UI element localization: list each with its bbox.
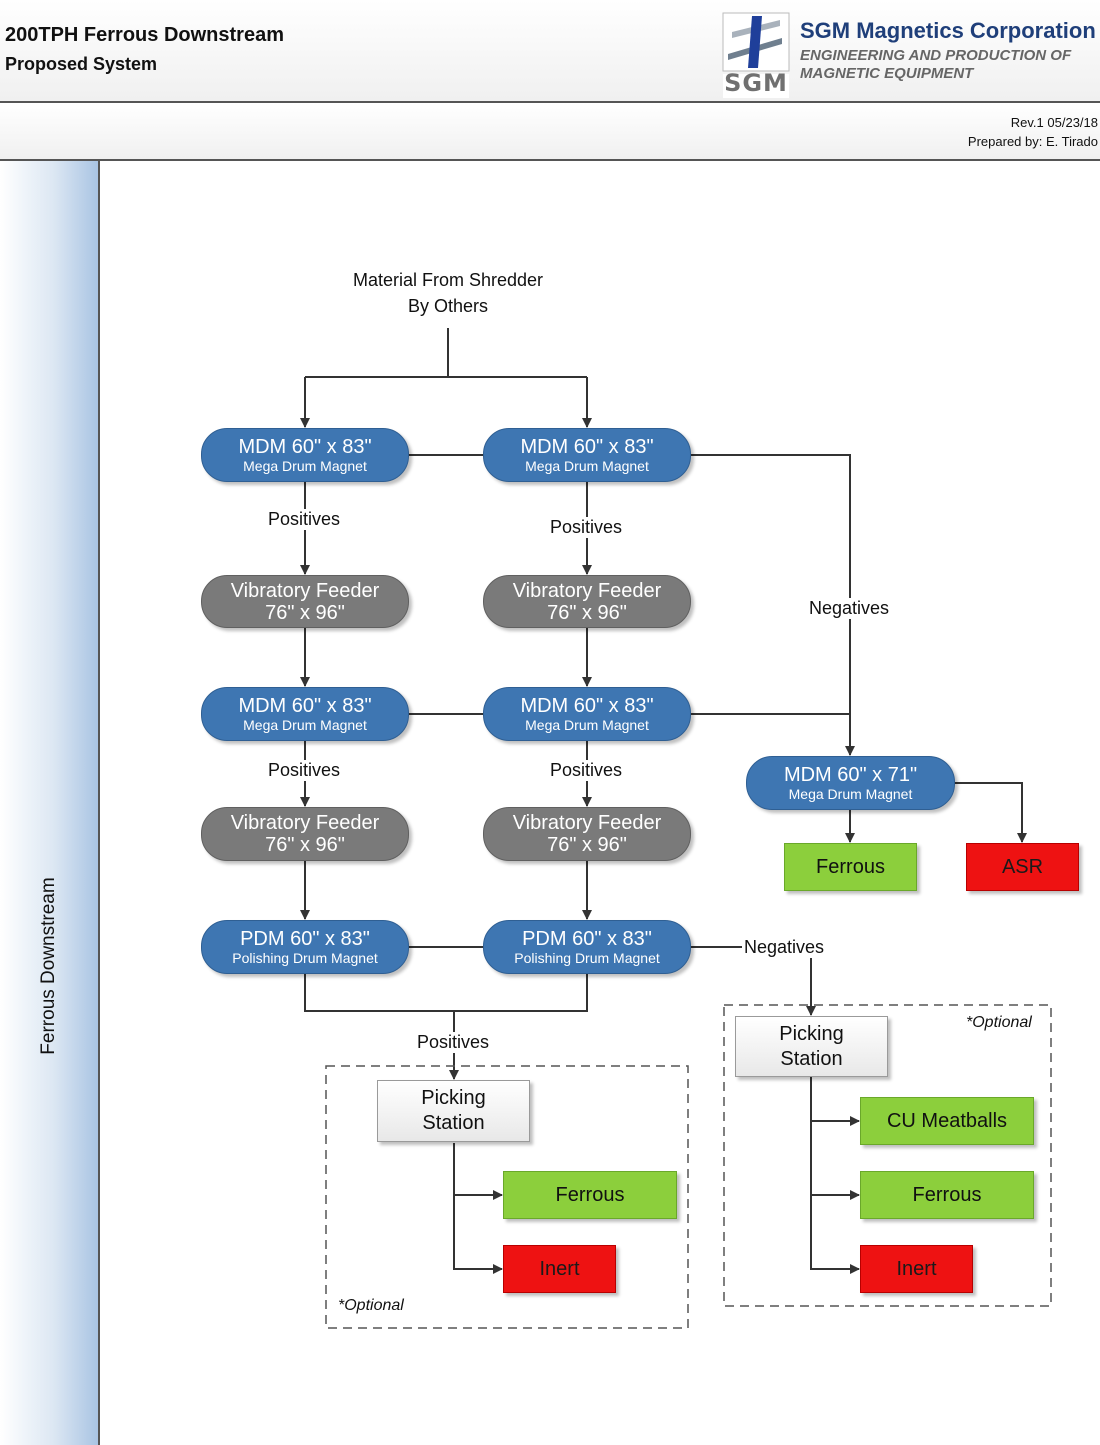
revision-number: Rev.1 05/23/18 <box>1010 115 1098 130</box>
source-label: Material From Shredder By Others <box>318 267 578 319</box>
mdm-left-1[interactable]: MDM 60" x 83" Mega Drum Magnet <box>201 428 409 482</box>
source-line-1: Material From Shredder <box>352 270 544 290</box>
label-positives-bottom: Positives <box>415 1032 492 1053</box>
pdm-right-type: Polishing Drum Magnet <box>514 950 660 966</box>
picking-station-left[interactable]: Picking Station <box>377 1080 530 1142</box>
mdm-71-model: MDM 60" x 71" <box>783 764 918 786</box>
optional-note-right: *Optional <box>966 1014 1032 1031</box>
mdm-left-2-type: Mega Drum Magnet <box>243 717 367 733</box>
vf-right-1-name: Vibratory Feeder <box>512 579 662 602</box>
revision-bar: Rev.1 05/23/18 Prepared by: E. Tirado <box>0 103 1100 161</box>
vf-right-2-name: Vibratory Feeder <box>512 812 662 834</box>
vf-left-2-size: 76" x 96" <box>265 834 345 856</box>
mdm-right-1-model: MDM 60" x 83" <box>520 436 654 458</box>
picking-right-line-1: Picking <box>779 1022 844 1045</box>
vibratory-feeder-left-1[interactable]: Vibratory Feeder 76" x 96" <box>201 575 409 628</box>
optional-group-left <box>325 1065 689 1329</box>
revision-info: Rev.1 05/23/18 Prepared by: E. Tirado <box>968 113 1098 151</box>
pdm-right[interactable]: PDM 60" x 83" Polishing Drum Magnet <box>483 920 691 974</box>
company-tagline: ENGINEERING AND PRODUCTION OF MAGNETIC E… <box>800 47 1072 82</box>
output-ferrous-left[interactable]: Ferrous <box>503 1171 677 1219</box>
pdm-left-type: Polishing Drum Magnet <box>232 950 378 966</box>
mdm-left-2[interactable]: MDM 60" x 83" Mega Drum Magnet <box>201 687 409 741</box>
sgm-logo <box>722 12 790 98</box>
document-subtitle: Proposed System <box>5 54 158 74</box>
vf-right-1-size: 76" x 96" <box>547 601 627 624</box>
picking-station-right[interactable]: Picking Station <box>735 1016 888 1077</box>
title-header: 200TPH Ferrous Downstream Proposed Syste… <box>0 0 1100 103</box>
mdm-right-2-type: Mega Drum Magnet <box>525 717 649 733</box>
mdm-right-1[interactable]: MDM 60" x 83" Mega Drum Magnet <box>483 428 691 482</box>
picking-left-line-1: Picking <box>421 1087 486 1109</box>
label-positives-left-1: Positives <box>266 509 343 530</box>
optional-note-left: *Optional <box>338 1297 404 1314</box>
pdm-left[interactable]: PDM 60" x 83" Polishing Drum Magnet <box>201 920 409 974</box>
label-positives-right-1: Positives <box>548 517 625 538</box>
mdm-right-2[interactable]: MDM 60" x 83" Mega Drum Magnet <box>483 687 691 741</box>
label-negatives-top: Negatives <box>807 598 892 619</box>
output-ferrous-top[interactable]: Ferrous <box>784 843 917 891</box>
pdm-left-model: PDM 60" x 83" <box>240 928 370 950</box>
vf-left-2-name: Vibratory Feeder <box>230 812 380 834</box>
label-negatives-bottom: Negatives <box>742 937 827 958</box>
vibratory-feeder-left-2[interactable]: Vibratory Feeder 76" x 96" <box>201 807 409 861</box>
output-cu-meatballs[interactable]: CU Meatballs <box>860 1097 1034 1145</box>
picking-right-line-2: Station <box>780 1047 843 1070</box>
source-line-2: By Others <box>407 296 489 316</box>
mdm-left-2-model: MDM 60" x 83" <box>238 695 372 717</box>
mdm-left-1-model: MDM 60" x 83" <box>238 436 372 458</box>
vibratory-feeder-right-2[interactable]: Vibratory Feeder 76" x 96" <box>483 807 691 861</box>
logo-text: SGM <box>724 69 788 97</box>
label-positives-right-2: Positives <box>548 760 625 781</box>
document-title: 200TPH Ferrous Downstream <box>5 24 284 46</box>
vibratory-feeder-right-1[interactable]: Vibratory Feeder 76" x 96" <box>483 575 691 628</box>
vf-left-1-name: Vibratory Feeder <box>230 579 380 602</box>
output-inert-right[interactable]: Inert <box>860 1245 973 1293</box>
prepared-by: Prepared by: E. Tirado <box>967 134 1098 149</box>
output-asr[interactable]: ASR <box>966 843 1079 891</box>
output-inert-left[interactable]: Inert <box>503 1245 616 1293</box>
swimlane-header: Ferrous Downstream <box>0 161 100 1445</box>
output-ferrous-right[interactable]: Ferrous <box>860 1171 1034 1219</box>
mdm-71-type: Mega Drum Magnet <box>788 786 913 802</box>
mdm-left-1-type: Mega Drum Magnet <box>243 458 367 474</box>
mdm-71[interactable]: MDM 60" x 71" Mega Drum Magnet <box>746 756 955 810</box>
vf-left-1-size: 76" x 96" <box>265 601 345 624</box>
mdm-right-1-type: Mega Drum Magnet <box>525 458 649 474</box>
picking-left-line-2: Station <box>422 1112 485 1134</box>
pdm-right-model: PDM 60" x 83" <box>522 928 652 950</box>
label-positives-left-2: Positives <box>266 760 343 781</box>
company-name: SGM Magnetics Corporation <box>800 18 1096 43</box>
vf-right-2-size: 76" x 96" <box>547 834 627 856</box>
mdm-right-2-model: MDM 60" x 83" <box>520 695 654 717</box>
